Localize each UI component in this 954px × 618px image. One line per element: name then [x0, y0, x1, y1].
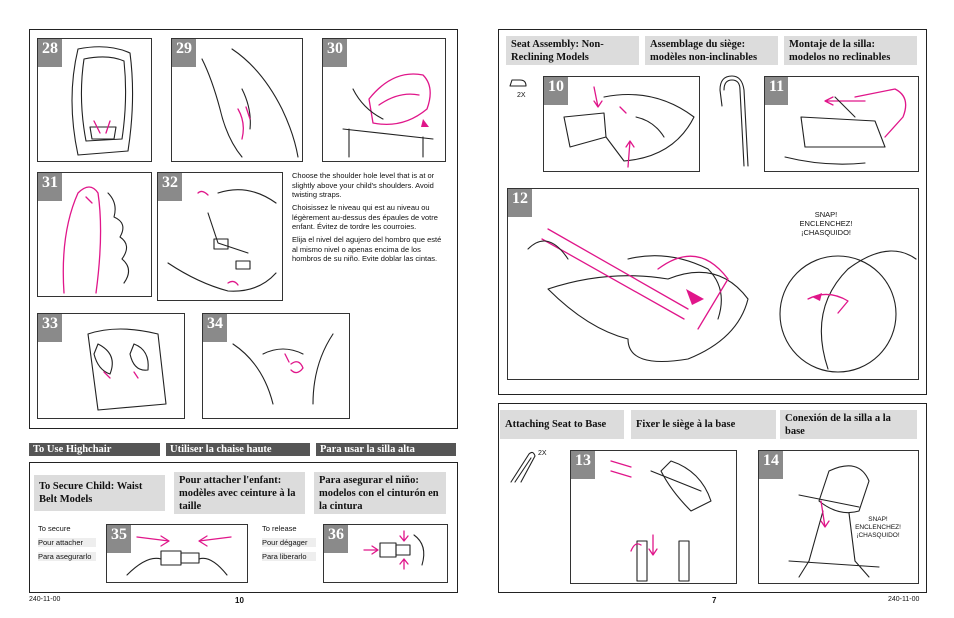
secure-child-header-en: To Secure Child: Waist Belt Models — [34, 475, 165, 511]
step-number: 11 — [765, 77, 789, 105]
buckle-secure-illustration — [126, 535, 232, 576]
pin-quantity: 2X — [517, 92, 526, 99]
snap-en: SNAP! — [868, 516, 888, 523]
step-number: 31 — [38, 173, 62, 201]
seat-assembly-header-en: Seat Assembly: Non-Reclining Models — [506, 36, 639, 65]
left-footer-code: 240-11-00 — [29, 596, 61, 603]
right-page-number: 7 — [712, 596, 717, 605]
figure-32: 32 — [157, 172, 283, 301]
snap-es: ¡CHASQUIDO! — [800, 228, 851, 237]
seat-pin-part — [508, 76, 530, 90]
right-footer-code: 240-11-00 — [888, 596, 920, 603]
figure-33: 33 — [37, 313, 185, 419]
seat-pad-front-illustration — [87, 328, 167, 411]
shoulder-note-es: Elija el nivel del agujero del hombro qu… — [292, 235, 442, 263]
base-clip-part — [507, 448, 537, 486]
secure-child-header-fr: Pour attacher l'enfant: modèles avec cei… — [174, 472, 305, 514]
snap-en: SNAP! — [814, 210, 838, 219]
step-number: 29 — [172, 39, 196, 67]
secure-label-en: To secure — [38, 524, 71, 533]
buckle-release-illustration — [363, 530, 425, 570]
step-number: 10 — [544, 77, 568, 105]
step-number: 13 — [571, 451, 595, 479]
seat-pad-back-illustration — [232, 333, 334, 405]
shoulder-strap-illustration — [167, 189, 277, 292]
pad-installation-illustration — [342, 73, 434, 158]
step-number: 32 — [158, 173, 182, 201]
seat-rod-part — [714, 70, 754, 170]
shoulder-note-en: Choose the shoulder hole level that is a… — [292, 171, 435, 199]
left-page-number: 10 — [235, 596, 244, 605]
snap-fr: ENCLENCHEZ! — [855, 524, 901, 531]
snap-es: ¡CHASQUIDO! — [856, 532, 900, 539]
section-bar-use-es: Para usar la silla alta — [316, 443, 456, 456]
step-number: 12 — [508, 189, 532, 217]
figure-14: 14 — [758, 450, 919, 584]
highchair-seat-illustration — [71, 46, 134, 156]
snap-callout-1: SNAP! ENCLENCHEZ! ¡CHASQUIDO! — [789, 210, 863, 237]
figure-12: 12 — [507, 188, 919, 380]
snap-fr: ENCLENCHEZ! — [799, 219, 853, 228]
step-number: 14 — [759, 451, 783, 479]
figure-34: 34 — [202, 313, 350, 419]
step-number: 36 — [324, 525, 348, 553]
seat-pin-insert-illustration — [563, 86, 695, 168]
seat-tray-attach-illustration — [527, 228, 917, 373]
step-number: 35 — [107, 525, 131, 553]
step-number: 33 — [38, 314, 62, 342]
figure-13: 13 — [570, 450, 737, 584]
release-label-fr: Pour dégager — [262, 538, 316, 547]
figure-29: 29 — [171, 38, 303, 162]
figure-30: 30 — [322, 38, 446, 162]
secure-label-fr: Pour attacher — [38, 538, 96, 547]
strap-back-illustration — [62, 186, 130, 294]
assembled-highchair-illustration — [788, 465, 880, 578]
attach-seat-header-es: Conexión de la silla a la base — [780, 410, 917, 439]
figure-28: 28 — [37, 38, 152, 162]
secure-child-header-es: Para asegurar el niño: modelos con el ci… — [314, 472, 446, 514]
snap-callout-2: SNAP! ENCLENCHEZ! ¡CHASQUIDO! — [850, 516, 906, 540]
secure-label-es: Para asegurarlo — [38, 552, 96, 561]
rod-insert-illustration — [784, 88, 907, 165]
seat-assembly-header-fr: Assemblage du siège: modèles non-inclina… — [645, 36, 778, 65]
attach-seat-header-fr: Fixer le siège à la base — [631, 410, 776, 439]
figure-36: 36 — [323, 524, 448, 583]
section-bar-use-en: To Use Highchair — [29, 443, 160, 456]
strap-threading-illustration — [201, 48, 299, 158]
attach-seat-header-en: Attaching Seat to Base — [500, 410, 624, 439]
step-number: 28 — [38, 39, 62, 67]
seat-assembly-header-es: Montaje de la silla: modelos no reclinab… — [784, 36, 917, 65]
section-bar-use-fr: Utiliser la chaise haute — [166, 443, 310, 456]
shoulder-note-fr: Choisissez le niveau qui est au niveau o… — [292, 203, 438, 231]
figure-31: 31 — [37, 172, 152, 297]
seat-to-base-illustration — [610, 460, 712, 582]
figure-11: 11 — [764, 76, 919, 172]
release-label-es: Para liberarlo — [262, 552, 316, 561]
figure-10: 10 — [543, 76, 700, 172]
step-number: 30 — [323, 39, 347, 67]
clip-quantity: 2X — [538, 450, 547, 457]
step-number: 34 — [203, 314, 227, 342]
figure-35: 35 — [106, 524, 248, 583]
release-label-en: To release — [262, 524, 297, 533]
